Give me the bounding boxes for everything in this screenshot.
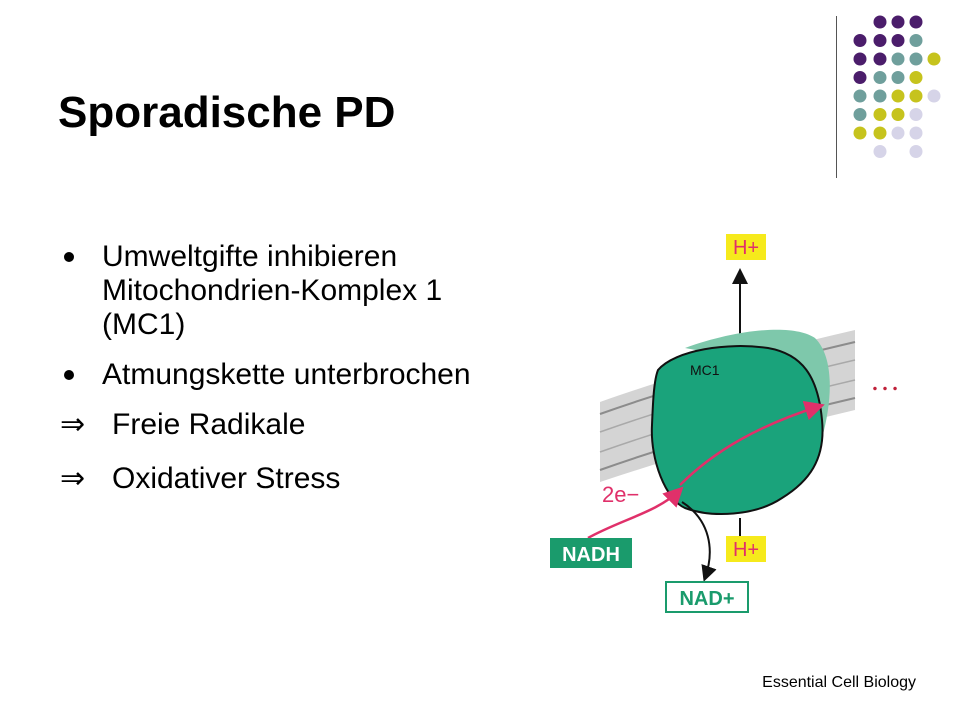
slide-title: Sporadische PD (58, 88, 396, 137)
decorative-dot (853, 34, 867, 47)
decorative-dot (891, 89, 905, 103)
decorative-dot (909, 15, 923, 29)
bullet-item: Atmungskette unterbrochen (60, 358, 530, 392)
decorative-dot (891, 52, 905, 66)
decorative-dot (909, 126, 923, 140)
decorative-dot (927, 52, 941, 66)
electron-transfer-arrow (587, 486, 684, 540)
decorative-dot (909, 108, 923, 121)
nadh-box (550, 538, 632, 568)
implication-item: ⇒ Freie Radikale (60, 408, 530, 442)
h-plus-label-bottom: H+ (733, 539, 759, 561)
decorative-dot (891, 108, 905, 121)
implies-arrow-icon: ⇒ (60, 407, 86, 442)
decorative-dot (873, 15, 887, 29)
decorative-dot (853, 71, 867, 84)
implication-text: Oxidativer Stress (112, 462, 341, 495)
nad-plus-box (665, 581, 749, 613)
decorative-dot (873, 145, 887, 158)
electron-label: 2e− (602, 482, 639, 507)
decorative-dot (927, 89, 941, 103)
complex-label: MC1 (690, 362, 720, 378)
decorative-dot (909, 145, 923, 158)
decorative-dot (909, 89, 923, 103)
decorative-dot (891, 71, 905, 84)
decorative-dot (909, 52, 923, 66)
nad-plus-label: NAD+ (679, 588, 734, 610)
implication-item: ⇒ Oxidativer Stress (60, 462, 530, 496)
h-plus-box-bottom (726, 536, 766, 562)
decorative-dot (873, 89, 887, 103)
decorative-dot (891, 34, 905, 47)
nad-plus-arrow (681, 501, 717, 582)
decorative-dot (873, 108, 887, 121)
content-list: Umweltgifte inhibieren Mitochondrien-Kom… (60, 240, 530, 516)
decorative-dot (873, 34, 887, 47)
mitochondrial-complex-diagram: H+ H+ MC1 2e− NADH NAD+ … (550, 234, 900, 613)
decorative-dot-grid (853, 15, 941, 158)
decorative-dot (873, 126, 887, 140)
h-plus-label-top: H+ (733, 237, 759, 259)
source-credit: Essential Cell Biology (762, 674, 916, 691)
decorative-dot (853, 108, 867, 121)
decorative-dot (891, 15, 905, 29)
nadh-label: NADH (562, 544, 620, 566)
decorative-dot (909, 34, 923, 47)
continuation-ellipsis: … (870, 364, 900, 397)
decorative-dot (873, 71, 887, 84)
divider-line (836, 16, 837, 178)
decorative-dot (909, 71, 923, 84)
complex-i-body (650, 345, 824, 515)
h-plus-box-top (726, 234, 766, 260)
electron-path-arrow (679, 400, 825, 486)
decorative-dot (891, 126, 905, 140)
decorative-dot (853, 52, 867, 66)
decorative-dot (873, 52, 887, 66)
decorative-dot (853, 126, 867, 140)
implication-text: Freie Radikale (112, 408, 306, 441)
bullet-item: Umweltgifte inhibieren Mitochondrien-Kom… (60, 240, 530, 342)
decorative-dot (853, 89, 867, 103)
implies-arrow-icon: ⇒ (60, 461, 86, 496)
